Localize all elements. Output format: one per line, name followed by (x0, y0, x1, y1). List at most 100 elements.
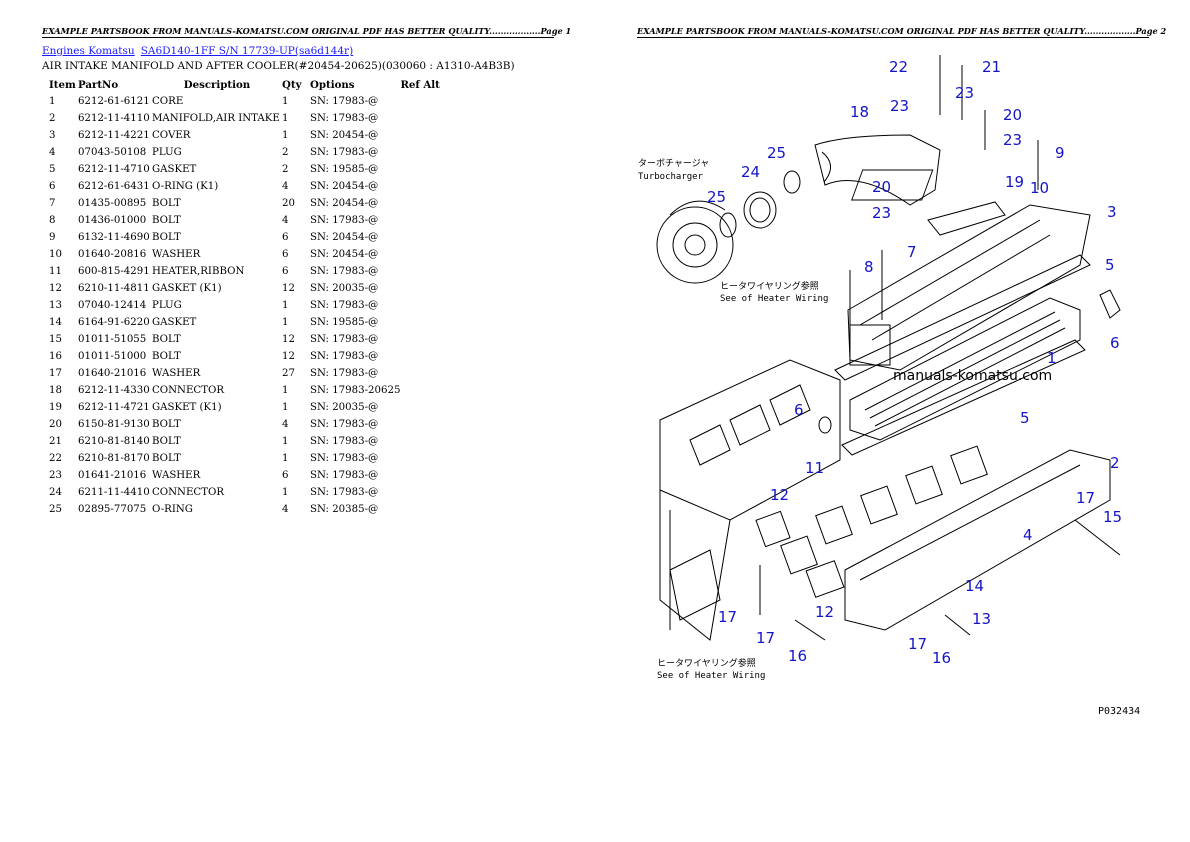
cell-part-number: 6212-11-4221 (78, 130, 150, 141)
connector-elbow-drawing (814, 134, 941, 206)
cell-description: PLUG (152, 300, 182, 311)
cell-part-number: 6211-11-4410 (78, 487, 150, 498)
cell-ref-alt (400, 229, 440, 246)
cell-options: SN: 19585-@ (310, 317, 379, 328)
cell-ref-alt (400, 212, 440, 229)
callout-25a: 25 (767, 144, 786, 162)
cell-ref-alt (400, 433, 440, 450)
cell-options: SN: 17983-@ (310, 96, 379, 107)
cell-options: SN: 20454-@ (310, 130, 379, 141)
cell-quantity: 1 (282, 130, 289, 141)
callout-7: 7 (907, 243, 917, 261)
callout-17a: 17 (1076, 489, 1095, 507)
cell-options: SN: 17983-@ (310, 147, 379, 158)
cell-ref-alt (400, 246, 440, 263)
page-2: EXAMPLE PARTSBOOK FROM MANUALS-KOMATSU.C… (595, 0, 1190, 842)
cell-item-number: 18 (49, 385, 62, 396)
page-1: EXAMPLE PARTSBOOK FROM MANUALS-KOMATSU.C… (42, 26, 572, 518)
callout-23b: 23 (1003, 131, 1022, 149)
cell-description: GASKET (K1) (152, 402, 222, 413)
cell-description: GASKET (152, 317, 197, 328)
exploded-parts-diagram: 22 21 23 20 23 9 10 18 23 25 24 25 20 23… (610, 40, 1170, 730)
heater-wiring-label-top: See of Heater Wiring (720, 294, 828, 304)
heater-wiring-label-jp-top: ヒータワイヤリング参照 (720, 280, 819, 292)
cell-ref-alt (400, 280, 440, 297)
cell-options: SN: 20035-@ (310, 402, 379, 413)
cell-quantity: 1 (282, 402, 289, 413)
cell-options: SN: 17983-@ (310, 300, 379, 311)
cell-description: HEATER,RIBBON (152, 266, 245, 277)
cell-options: SN: 17983-@ (310, 436, 379, 447)
cell-quantity: 1 (282, 96, 289, 107)
callout-2: 2 (1110, 454, 1120, 472)
callout-8: 8 (864, 258, 874, 276)
cell-ref-alt (400, 365, 440, 382)
cell-description: CORE (152, 96, 184, 107)
breadcrumb: Engines Komatsu SA6D140-1FF S/N 17739-UP(… (42, 45, 353, 57)
heater-wiring-label-bottom: See of Heater Wiring (657, 671, 765, 681)
callout-6a: 6 (1110, 334, 1120, 352)
header-options: Options (310, 79, 355, 91)
cell-part-number: 6164-91-6220 (78, 317, 150, 328)
cell-options: SN: 17983-@ (310, 487, 379, 498)
cell-options: SN: 17983-@ (310, 113, 379, 124)
cell-quantity: 1 (282, 453, 289, 464)
cell-description: BOLT (152, 351, 181, 362)
cell-options: SN: 17983-@ (310, 419, 379, 430)
page-2-banner: EXAMPLE PARTSBOOK FROM MANUALS-KOMATSU.C… (637, 26, 1167, 38)
cell-description: WASHER (152, 470, 201, 481)
page-1-banner: EXAMPLE PARTSBOOK FROM MANUALS-KOMATSU.C… (42, 26, 572, 38)
cell-description: BOLT (152, 334, 181, 345)
cell-description: PLUG (152, 147, 182, 158)
cell-part-number: 07040-12414 (78, 300, 147, 311)
cell-quantity: 6 (282, 232, 289, 243)
cell-item-number: 16 (49, 351, 62, 362)
turbocharger-label-jp: ターボチャージャ (638, 158, 709, 169)
callout-13: 13 (972, 610, 991, 628)
cell-item-number: 3 (49, 130, 56, 141)
cell-options: SN: 20385-@ (310, 504, 379, 515)
cell-part-number: 02895-77075 (78, 504, 147, 515)
callout-16a: 16 (788, 647, 807, 665)
cell-part-number: 6212-11-4721 (78, 402, 150, 413)
breadcrumb-engines-link[interactable]: Engines Komatsu (42, 45, 135, 57)
cell-ref-alt (400, 93, 440, 110)
callout-12a: 12 (770, 486, 789, 504)
breadcrumb-model-link[interactable]: SA6D140-1FF S/N 17739-UP(sa6d144r) (140, 45, 354, 57)
cell-ref-alt (400, 348, 440, 365)
cell-ref-alt (400, 467, 440, 484)
cell-description: GASKET (152, 164, 197, 175)
cell-description: BOLT (152, 215, 181, 226)
cell-quantity: 4 (282, 215, 289, 226)
cell-quantity: 27 (282, 368, 295, 379)
cell-quantity: 20 (282, 198, 295, 209)
callout-17c: 17 (756, 629, 775, 647)
header-partno: PartNo (78, 79, 119, 91)
cell-description: GASKET (K1) (152, 283, 222, 294)
cell-options: SN: 20035-@ (310, 283, 379, 294)
header-description: Description (183, 79, 251, 91)
cell-options: SN: 17983-@ (310, 453, 379, 464)
header-item: Item (49, 79, 76, 91)
callout-4: 4 (1023, 526, 1033, 544)
cell-description: BOLT (152, 419, 181, 430)
cell-ref-alt (400, 110, 440, 127)
cell-item-number: 13 (49, 300, 62, 311)
cell-part-number: 01640-21016 (78, 368, 147, 379)
callout-17b: 17 (718, 608, 737, 626)
callout-22: 22 (889, 58, 908, 76)
cell-description: WASHER (152, 368, 201, 379)
cell-ref-alt (400, 263, 440, 280)
cell-description: O-RING (K1) (152, 181, 219, 192)
cell-item-number: 20 (49, 419, 62, 430)
callout-5a: 5 (1105, 256, 1115, 274)
callout-20a: 20 (1003, 106, 1022, 124)
